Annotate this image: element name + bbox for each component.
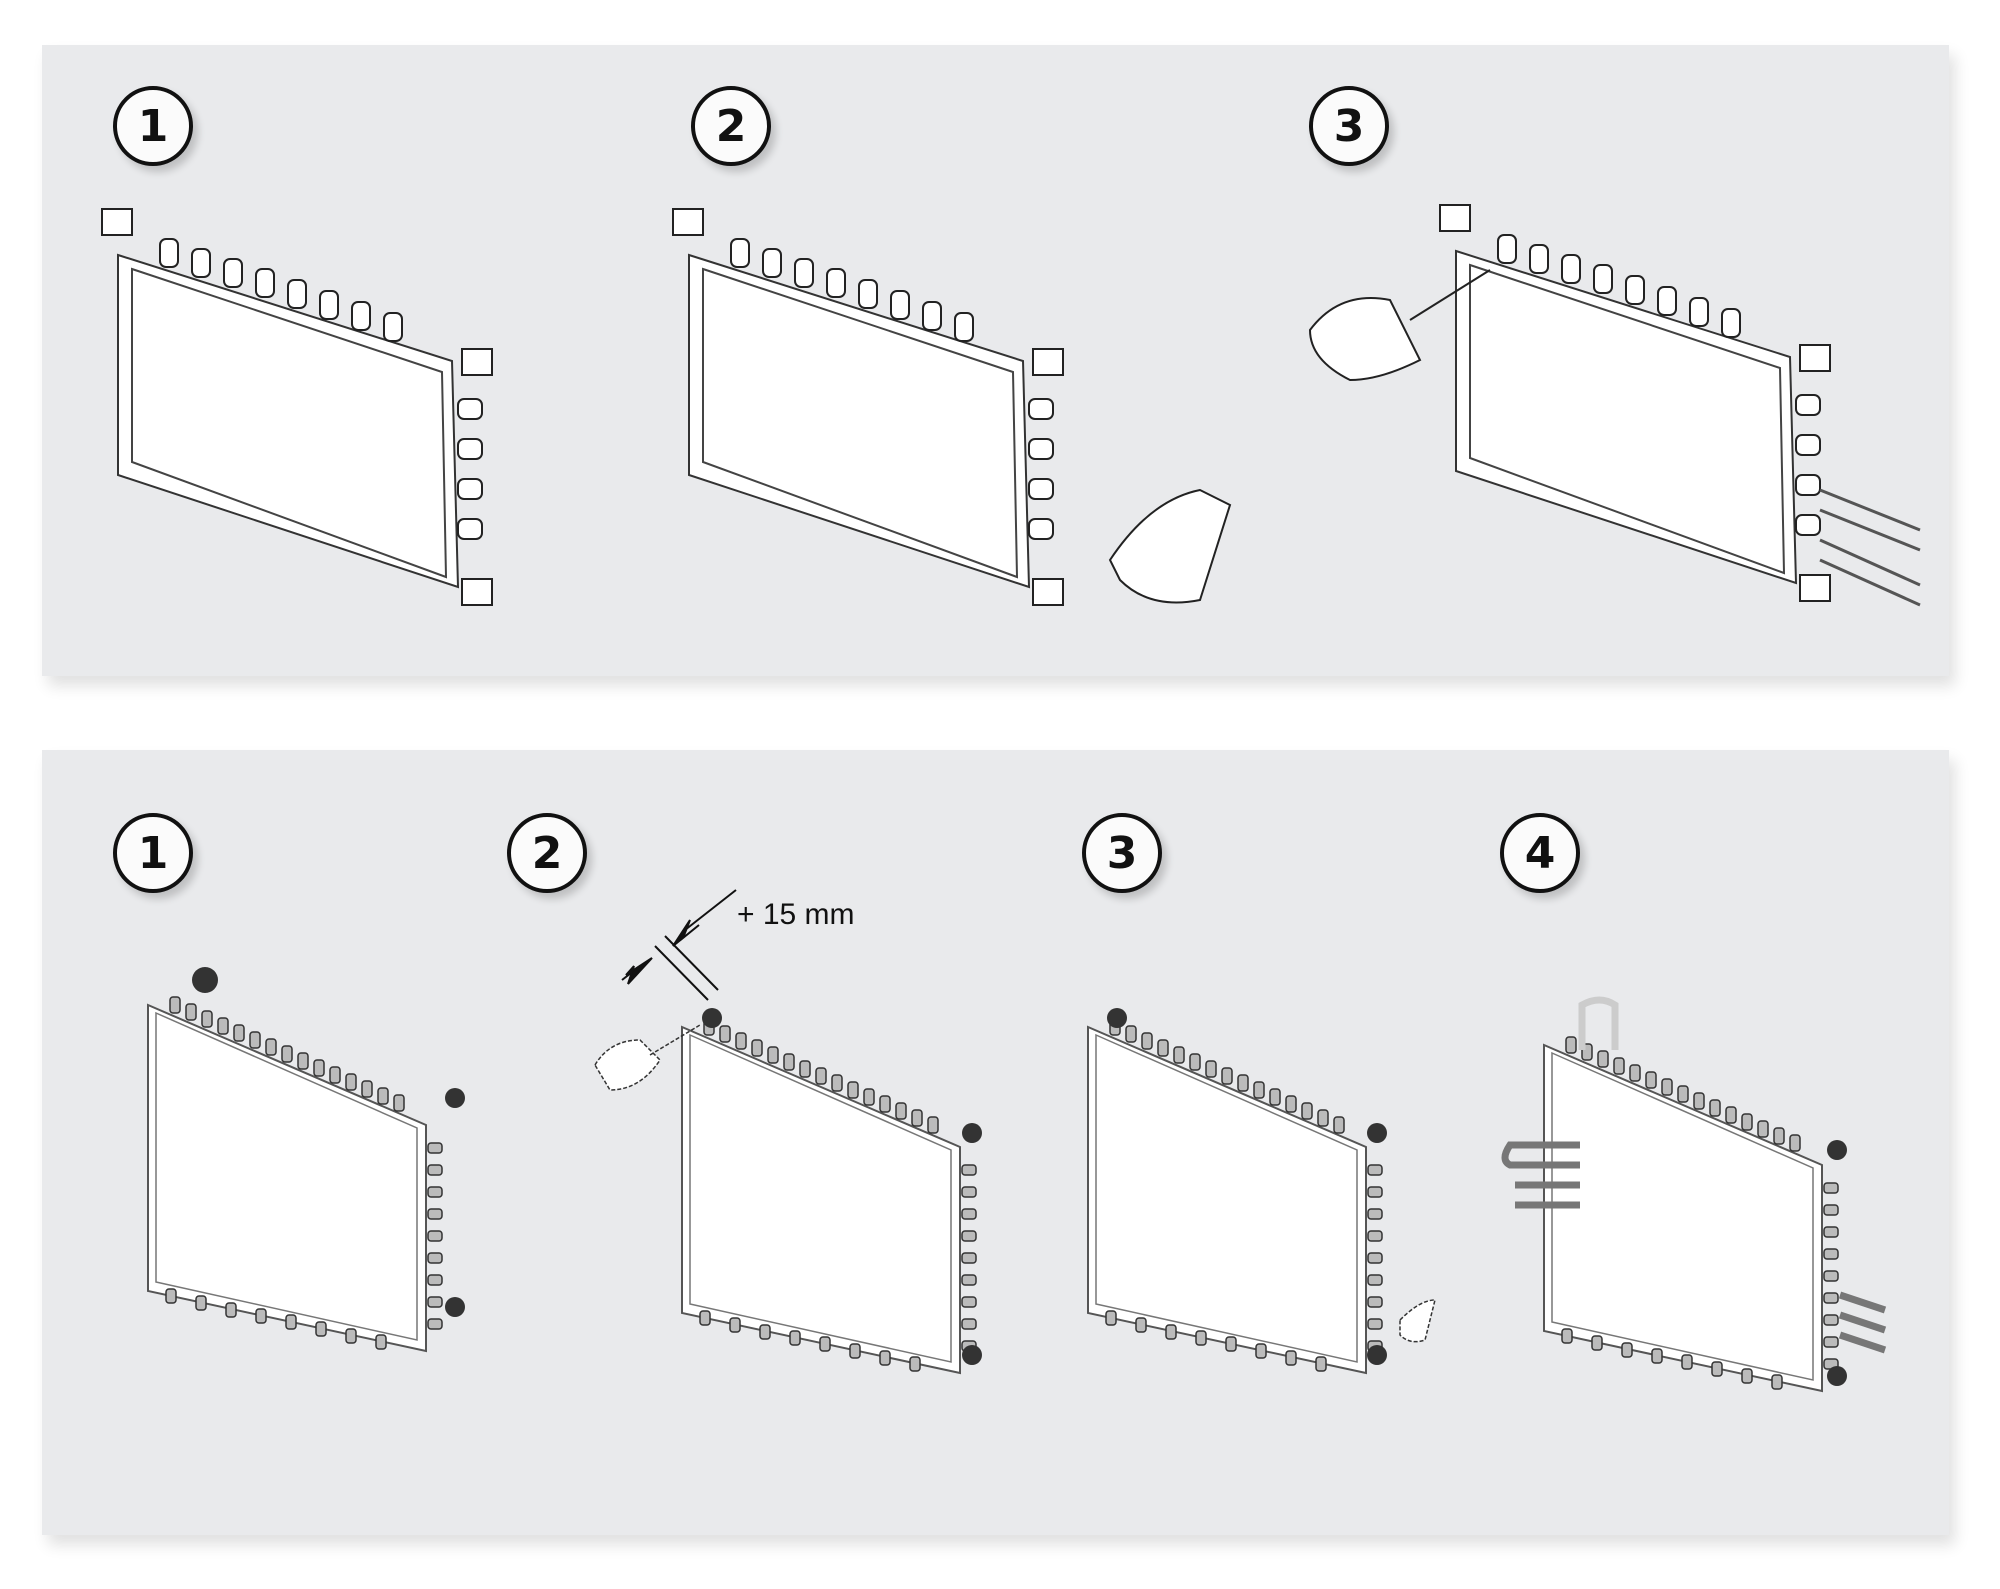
multiswitch-device-bottom-2: [681, 1018, 977, 1374]
cables-icon: [1819, 488, 1921, 607]
screwdriver-hand-icon: [1308, 269, 1491, 382]
multiswitch-device-top-3: [1439, 204, 1831, 602]
hand-icon-bottom: [594, 1024, 1436, 1343]
step-1-badge: 1: [113, 86, 193, 166]
dimension-label: + 15 mm: [737, 898, 855, 931]
step-2-badge: 2: [691, 86, 771, 166]
cables-bottom-icon: [1501, 996, 1887, 1354]
step-4-badge: 4: [1500, 813, 1580, 893]
hand-icon: [1108, 488, 1232, 604]
step-3-badge: 3: [1082, 813, 1162, 893]
multiswitch-device-top-1: [101, 208, 493, 606]
multiswitch-device-top-2: [672, 208, 1064, 606]
multiswitch-device-bottom-3: [1087, 1018, 1383, 1374]
step-1-badge: 1: [113, 813, 193, 893]
multiswitch-device-bottom-1: [147, 996, 443, 1352]
dimension-arrows: [621, 889, 737, 1001]
multiswitch-device-bottom-4: [1543, 1036, 1839, 1392]
step-2-badge: 2: [507, 813, 587, 893]
mounting-brackets: [192, 967, 1847, 1386]
step-3-badge: 3: [1309, 86, 1389, 166]
